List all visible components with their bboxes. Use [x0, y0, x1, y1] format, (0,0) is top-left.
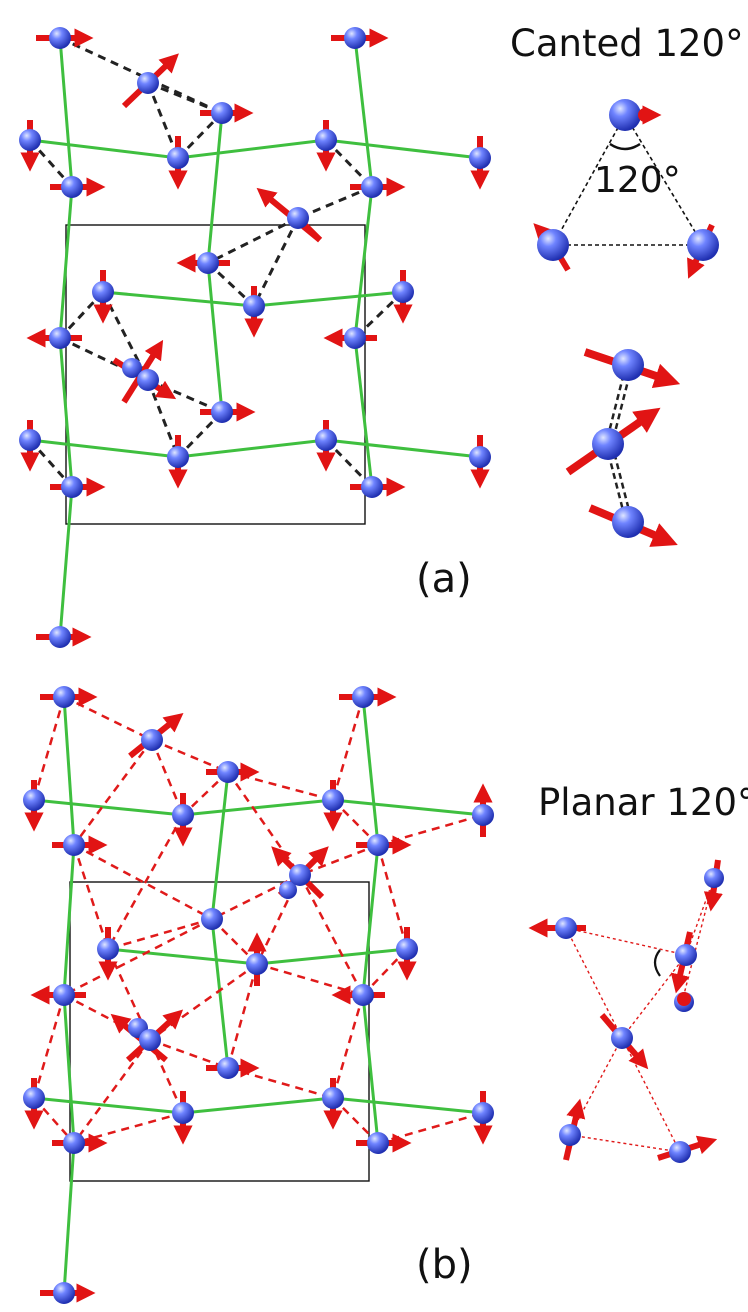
- atom-spin: [472, 783, 494, 837]
- atom-spin: [246, 932, 268, 986]
- atom-spin: [331, 984, 385, 1006]
- atoms-b: [23, 686, 494, 1304]
- atom-spin: [50, 176, 106, 198]
- atom-spin: [19, 420, 41, 472]
- panel-a-label: (a): [416, 556, 472, 602]
- atom-spin: [322, 1078, 344, 1130]
- atom-spin: [396, 927, 418, 981]
- atom-spin: [52, 834, 108, 856]
- atom-spin: [97, 927, 119, 981]
- canted-angle-label: 120°: [594, 160, 681, 201]
- atom-spin: [323, 327, 377, 349]
- atom-spin: [200, 102, 254, 124]
- atom-spin: [176, 252, 230, 274]
- atom-spin: [356, 834, 412, 856]
- green-bonds-b: [33, 696, 484, 1294]
- atom-spin: [206, 1057, 260, 1079]
- atom-spin: [339, 686, 397, 708]
- atom-spin: [36, 27, 94, 49]
- canted-title: Canted 120°: [510, 22, 744, 65]
- atom-spin: [392, 270, 414, 324]
- atom-spin: [469, 435, 491, 489]
- atom-spin: [167, 136, 189, 190]
- atom-spin: [112, 339, 177, 404]
- panel-b-label: (b): [416, 1242, 473, 1288]
- atom-spin: [26, 327, 82, 349]
- atom-spin: [121, 53, 179, 109]
- atom-spin: [36, 626, 92, 648]
- planar-angle-arc: [653, 949, 661, 977]
- planar-inset: [528, 859, 724, 1163]
- atom-spin: [172, 793, 194, 847]
- atom-spin: [167, 435, 189, 489]
- atom-spin: [110, 1009, 184, 1063]
- canted-triangle-inset: [533, 99, 719, 279]
- atom-spin: [40, 1282, 96, 1304]
- atom-spin: [128, 712, 184, 759]
- atom-spin: [322, 780, 344, 832]
- atom-spin: [356, 1132, 412, 1154]
- planar-title: Planar 120°: [538, 781, 748, 824]
- atom-spin: [256, 187, 323, 243]
- canted-vertical-inset: [565, 348, 681, 547]
- atom-spin: [201, 908, 223, 930]
- atom-spin: [315, 420, 337, 472]
- atom-spin: [315, 120, 337, 172]
- atom-spin: [350, 176, 406, 198]
- green-bonds-a: [29, 37, 481, 638]
- atom-spin: [172, 1091, 194, 1145]
- atom-spin: [52, 1132, 108, 1154]
- atom-spin: [23, 1078, 45, 1130]
- atom-spin: [271, 846, 329, 900]
- atom-spin: [40, 686, 98, 708]
- atom-spin: [23, 780, 45, 832]
- atom-spin: [331, 27, 389, 49]
- unit-cell-a: [65, 224, 366, 525]
- atom-spin: [206, 761, 260, 783]
- red-bonds-b: [32, 695, 484, 1145]
- atom-spin: [92, 270, 114, 324]
- atom-spin: [19, 120, 41, 172]
- angle-arc: [609, 142, 641, 151]
- atom-spin: [50, 476, 106, 498]
- panel-a: [19, 27, 719, 648]
- atom-spin: [200, 401, 256, 423]
- atom-spin: [350, 476, 406, 498]
- atom-spin: [469, 136, 491, 190]
- atom-spin: [472, 1091, 494, 1145]
- unit-cell-b: [69, 881, 370, 1182]
- atom-spin: [30, 984, 86, 1006]
- panel-b: [23, 686, 724, 1304]
- atom-spin: [243, 286, 265, 338]
- atoms-a: [19, 27, 491, 648]
